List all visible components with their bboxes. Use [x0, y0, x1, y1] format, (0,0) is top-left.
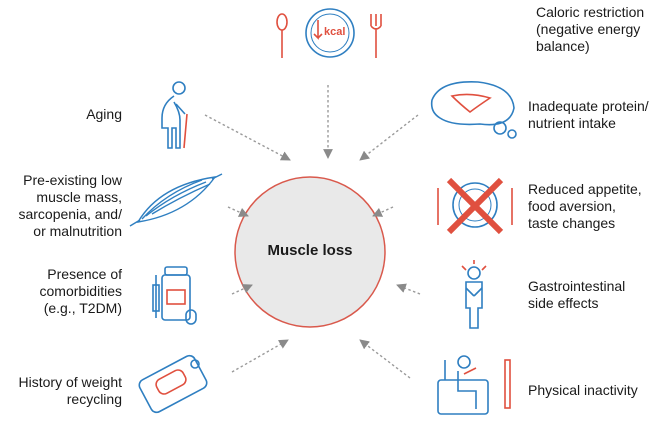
arrow-appetite [372, 206, 394, 217]
reduced-appetite-label: Reduced appetite, food aversion, taste c… [528, 181, 642, 231]
center-label: Muscle loss [267, 242, 353, 259]
muscle-loss-circle [234, 176, 386, 328]
stomach-ache-person-icon [461, 260, 487, 329]
low-muscle-mass-label: Pre-existing low muscle mass, sarcopenia… [18, 172, 122, 239]
arrow-protein [359, 114, 419, 161]
crossed-plate-icon [437, 177, 513, 235]
sitting-person-icon [437, 355, 511, 415]
caloric-restriction-label: Caloric restriction (negative energy bal… [536, 4, 645, 54]
arrow-low-muscle [227, 206, 249, 217]
gi-side-effects-label: Gastrointestinal side effects [528, 278, 626, 311]
comorbidities-label: Presence of comorbidities (e.g., T2DM) [39, 266, 122, 316]
meat-steak-icon [430, 81, 517, 139]
medication-bottle-icon [152, 266, 197, 325]
arrow-aging [204, 114, 291, 161]
aging-label: Aging [86, 106, 122, 122]
protein-intake-label: Inadequate protein/ nutrient intake [528, 98, 649, 131]
arrow-weight [231, 339, 289, 373]
muscle-fiber-icon [129, 173, 223, 227]
plate-kcal-icon: kcal [276, 8, 382, 58]
kcal-text: kcal [324, 26, 345, 38]
physical-inactivity-label: Physical inactivity [528, 382, 638, 398]
arrow-comorbid [231, 284, 253, 295]
bathroom-scale-icon [138, 354, 208, 414]
weight-recycling-label: History of weight recycling [18, 374, 122, 407]
elderly-person-cane-icon [161, 81, 188, 149]
arrow-gi [396, 283, 421, 295]
arrow-inactivity [359, 339, 411, 379]
